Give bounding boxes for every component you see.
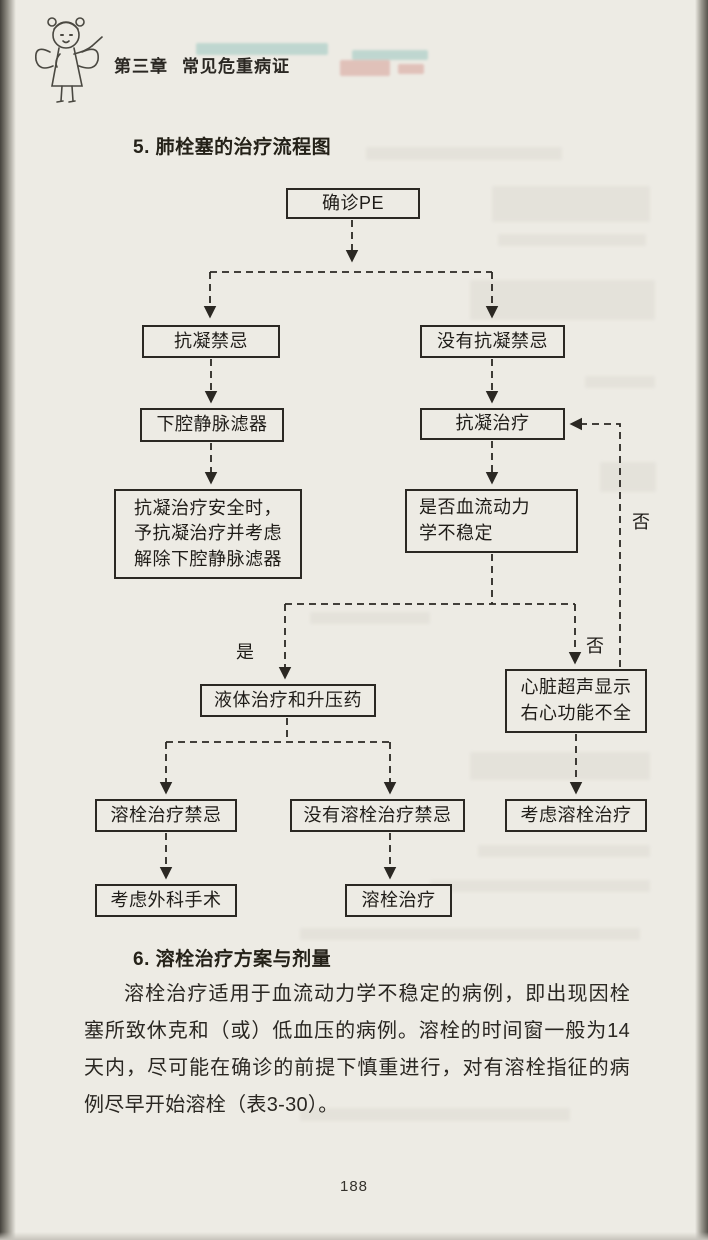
bleed-through — [478, 845, 650, 857]
bleed-through — [470, 280, 655, 320]
bleed-through — [310, 612, 430, 624]
bleed-through — [492, 186, 650, 222]
scan-edge-right — [695, 0, 708, 1240]
bleed-through — [398, 64, 424, 74]
flow-node-hemodynamically-unstable: 是否血流动力 学不稳定 — [405, 489, 578, 553]
bleed-through — [352, 50, 428, 60]
branch-label-no-loopback: 否 — [632, 512, 651, 532]
flow-node-thrombolysis: 溶栓治疗 — [345, 884, 452, 917]
bleed-through — [366, 147, 562, 160]
bleed-through — [585, 376, 655, 388]
bleed-through — [340, 60, 390, 76]
flow-node-no-anticoagulation-contraindication: 没有抗凝禁忌 — [420, 325, 565, 358]
bleed-through — [470, 752, 650, 780]
branch-label-yes: 是 — [236, 642, 255, 662]
flow-node-echo-rv-dysfunction: 心脏超声显示 右心功能不全 — [505, 669, 647, 733]
flow-node-fluid-and-vasopressors: 液体治疗和升压药 — [200, 684, 376, 717]
bleed-through — [300, 928, 640, 940]
section6-title: 6. 溶栓治疗方案与剂量 — [133, 949, 332, 970]
flow-node-thrombolysis-contraindicated: 溶栓治疗禁忌 — [95, 799, 237, 832]
bleed-through — [498, 234, 646, 246]
page-number: 188 — [339, 1178, 369, 1195]
mascot-illustration — [34, 17, 103, 103]
section6-paragraph: 溶栓治疗适用于血流动力学不稳定的病例，即出现因栓塞所致休克和（或）低血压的病例。… — [84, 983, 630, 1116]
flow-node-no-thrombolysis-contraindication: 没有溶栓治疗禁忌 — [290, 799, 465, 832]
chapter-label: 第三章 — [114, 57, 168, 76]
chapter-header: 第三章常见危重病证 — [114, 52, 290, 77]
flow-node-anticoagulation-contraindicated: 抗凝禁忌 — [142, 325, 280, 358]
flow-node-anticoagulation-therapy: 抗凝治疗 — [420, 408, 565, 440]
flow-node-anticoagulation-when-safe: 抗凝治疗安全时， 予抗凝治疗并考虑 解除下腔静脉滤器 — [114, 489, 302, 579]
bleed-through — [600, 462, 656, 492]
flow-node-consider-surgery: 考虑外科手术 — [95, 884, 237, 917]
chapter-title: 常见危重病证 — [182, 57, 290, 76]
flow-node-ivc-filter: 下腔静脉滤器 — [140, 408, 284, 442]
flow-node-confirm-pe: 确诊PE — [286, 188, 420, 219]
branch-label-no: 否 — [586, 636, 605, 656]
bleed-through — [196, 43, 328, 55]
section5-title: 5. 肺栓塞的治疗流程图 — [133, 137, 332, 158]
scan-edge-left — [0, 0, 16, 1240]
flow-node-consider-thrombolysis: 考虑溶栓治疗 — [505, 799, 647, 832]
bleed-through — [300, 1108, 570, 1121]
bleed-through — [430, 880, 650, 892]
scan-edge-bottom — [0, 1232, 708, 1240]
